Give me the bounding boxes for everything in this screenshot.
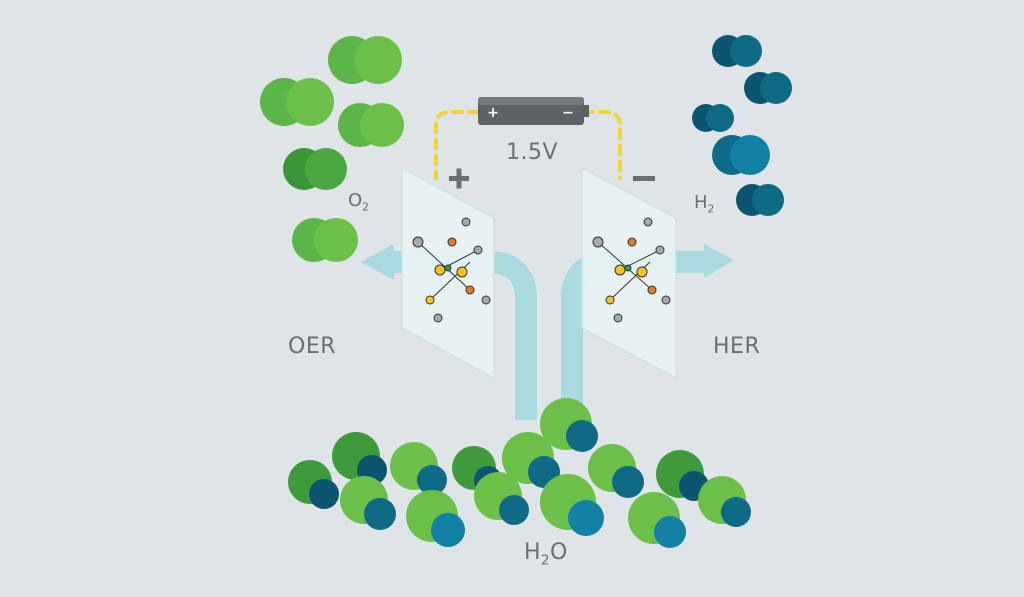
h2-molecule: [712, 35, 762, 67]
oer-label: OER: [288, 334, 337, 359]
h2o-molecule: [698, 476, 751, 527]
h2o-molecule: [474, 472, 529, 525]
her-label: HER: [713, 334, 761, 359]
h2o-molecule: [406, 490, 465, 547]
o2-molecule: [338, 103, 404, 147]
water-h-symbol: H: [524, 540, 542, 565]
oxygen-subscript: 2: [362, 200, 370, 214]
h2-molecule: [712, 135, 770, 175]
water-o-symbol: O: [549, 540, 568, 565]
o2-molecule: [328, 36, 402, 84]
voltage-label: 1.5V: [506, 140, 559, 165]
h2-molecule: [692, 104, 734, 132]
battery-plus-icon: +: [487, 105, 499, 121]
cathode-panel: [581, 166, 677, 380]
plus-icon: [449, 168, 469, 189]
minus-icon: [633, 176, 655, 181]
oxygen-molecules: [260, 36, 404, 262]
hydrogen-subscript: 2: [707, 202, 715, 216]
battery: [478, 97, 589, 125]
h2o-molecule: [390, 442, 447, 495]
anode-panel: [401, 166, 495, 380]
water-subscript: 2: [541, 553, 550, 569]
h2o-molecule: [588, 444, 644, 498]
battery-minus-icon: −: [562, 105, 574, 121]
o2-molecule: [283, 148, 347, 190]
h2o-molecule: [288, 460, 339, 509]
h2o-molecule: [628, 492, 686, 548]
oxygen-label: O2: [348, 190, 369, 214]
arrowhead-right: [704, 244, 734, 278]
arrowhead-left: [360, 244, 394, 280]
wire-left: [434, 110, 480, 180]
catalyst-molecule-right: [592, 217, 671, 323]
o2-molecule: [260, 78, 334, 126]
h2o-molecule: [540, 474, 604, 536]
h2o-molecule: [340, 476, 396, 530]
h2-molecule: [736, 184, 784, 216]
circuit-wires: [434, 110, 622, 180]
h2o-molecule: [540, 398, 598, 452]
water-molecules: [288, 398, 751, 548]
wire-right: [582, 110, 622, 180]
water-label: H2O: [524, 540, 568, 568]
hydrogen-label: H2: [694, 192, 714, 216]
catalyst-molecule-left: [412, 217, 491, 323]
o2-molecule: [292, 218, 358, 262]
h2-molecule: [744, 72, 792, 104]
hydrogen-molecules: [692, 35, 792, 216]
hydrogen-symbol: H: [694, 192, 708, 213]
oxygen-symbol: O: [348, 190, 363, 211]
